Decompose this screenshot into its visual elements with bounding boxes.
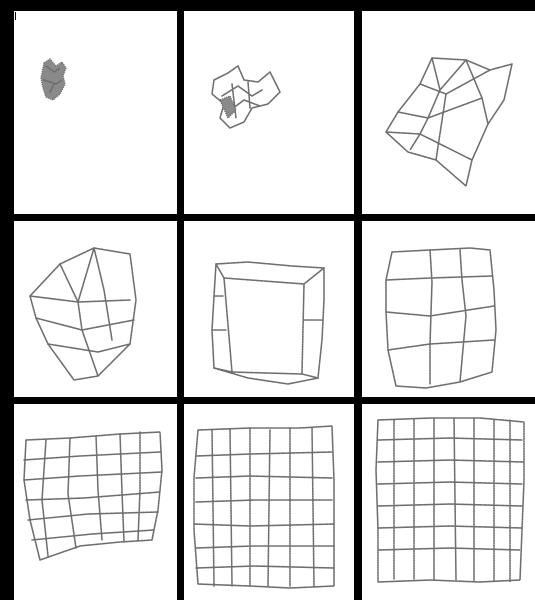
- panel-5: [184, 221, 354, 397]
- panel-9: [362, 404, 535, 600]
- panel-2: [184, 11, 354, 214]
- panel-3: [362, 11, 535, 214]
- panel-1: [14, 11, 177, 214]
- panel-6: [362, 221, 535, 397]
- corner-mark: [15, 12, 16, 20]
- panel-7: [14, 404, 177, 600]
